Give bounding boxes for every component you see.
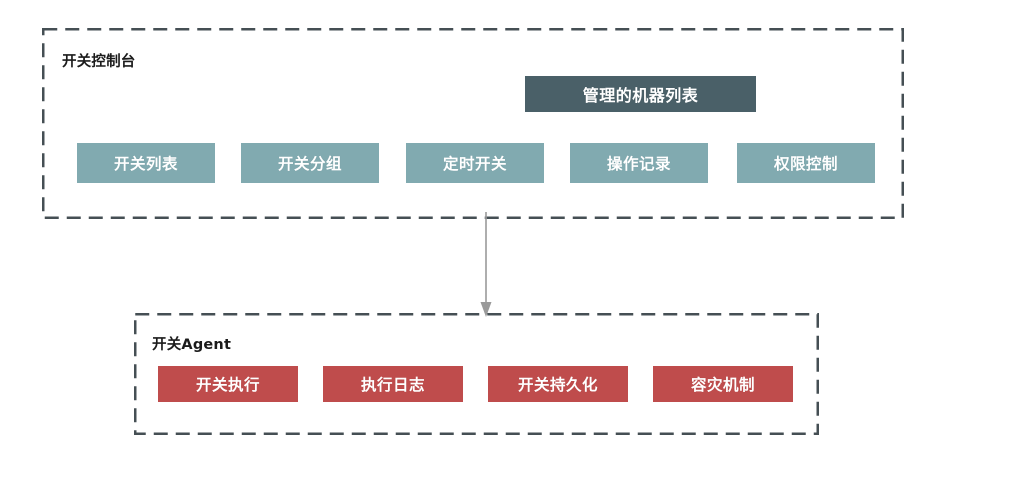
node-timed-switch[interactable]: 定时开关 — [406, 143, 544, 183]
node-operation-record[interactable]: 操作记录 — [570, 143, 708, 183]
group-console-dashed-border — [42, 28, 904, 219]
node-switch-execution[interactable]: 开关执行 — [158, 366, 298, 402]
group-console-label: 开关控制台 — [62, 54, 136, 70]
node-execution-log[interactable]: 执行日志 — [323, 366, 463, 402]
node-switch-list[interactable]: 开关列表 — [77, 143, 215, 183]
node-switch-persistence[interactable]: 开关持久化 — [488, 366, 628, 402]
connector-arrow-console-to-agent — [480, 212, 492, 317]
node-managed-machine-list[interactable]: 管理的机器列表 — [525, 76, 756, 112]
group-agent-label: 开关Agent — [152, 337, 232, 353]
group-switch-console: 开关控制台 — [42, 28, 904, 219]
node-switch-group[interactable]: 开关分组 — [241, 143, 379, 183]
node-disaster-recovery-mechanism[interactable]: 容灾机制 — [653, 366, 793, 402]
node-permission-control[interactable]: 权限控制 — [737, 143, 875, 183]
